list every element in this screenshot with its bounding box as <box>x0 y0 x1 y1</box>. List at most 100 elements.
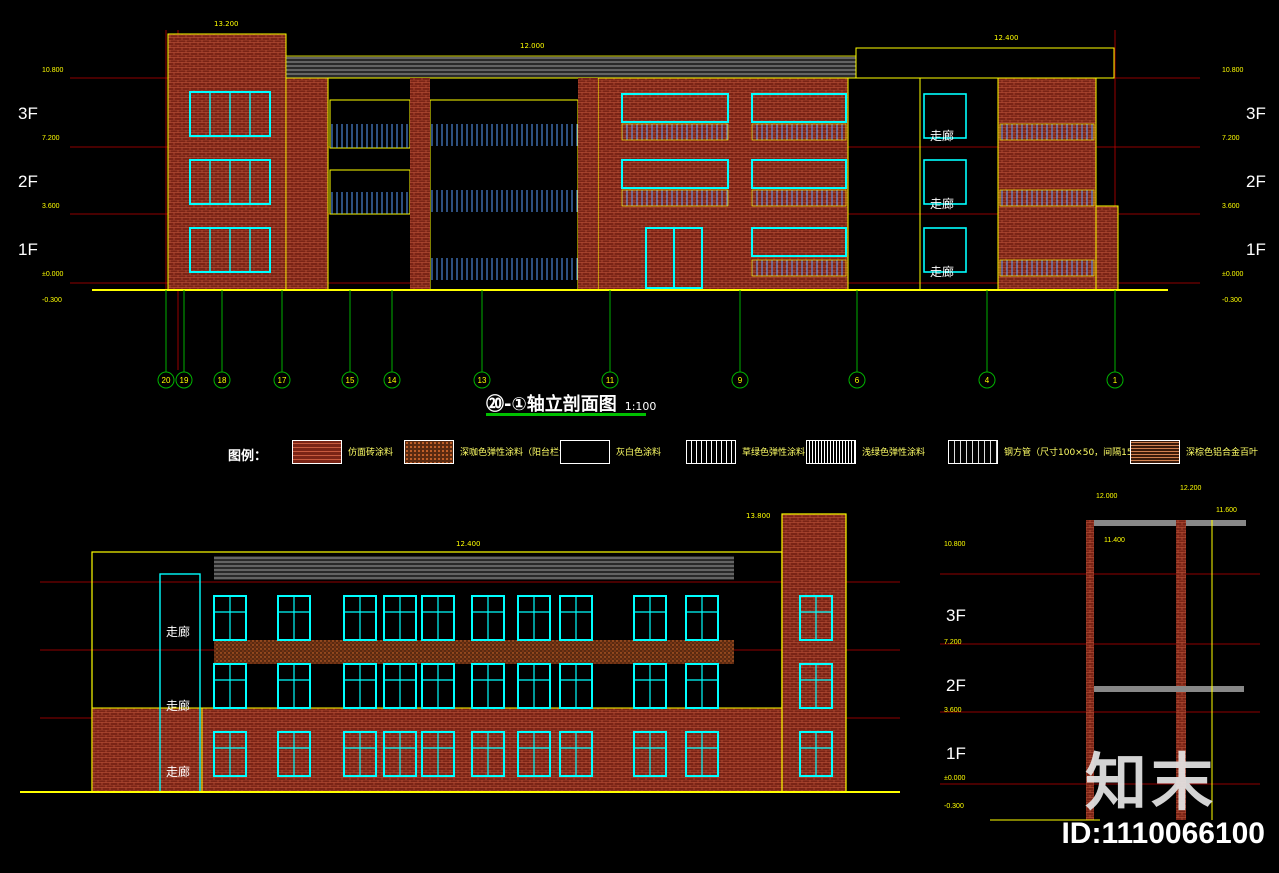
sec-mark-2: 12.200 <box>1180 485 1202 492</box>
window-mullion <box>560 664 592 708</box>
window-mullion <box>560 596 592 640</box>
window-mullion <box>686 596 718 640</box>
top-mark-1: 13.200 <box>214 20 239 28</box>
sec-mark-3: 11.600 <box>1216 507 1237 514</box>
window-mullion <box>472 732 504 776</box>
sec-mark-4: 11.400 <box>1104 537 1125 544</box>
floor-label-1f-section: 1F <box>946 744 966 763</box>
section-view: 12.000 12.200 11.600 11.400 10.800 7.200… <box>940 485 1260 821</box>
lower-elevation: 走廊 走廊 走廊 13.800 12.400 <box>20 512 900 793</box>
window-mullion <box>278 596 310 640</box>
sec-mark-9: -0.300 <box>944 803 964 810</box>
central-rails <box>621 123 1095 277</box>
window-mullion <box>278 732 310 776</box>
window-mullion <box>634 596 666 640</box>
window-mullion <box>472 664 504 708</box>
window-mullion <box>214 732 246 776</box>
window-mullion <box>344 596 376 640</box>
axis-18: 18 <box>218 376 227 385</box>
legend-swatch <box>292 440 342 464</box>
floor-label-2f-right: 2F <box>1246 172 1266 191</box>
window-mullion <box>422 596 454 640</box>
window-mullion <box>384 732 416 776</box>
legend-swatch <box>686 440 736 464</box>
lower-corridor-3f: 走廊 <box>166 624 190 639</box>
elev-right-4: ±0.000 <box>1222 271 1243 278</box>
elevation-title: ⑳-①轴立剖面图 1:100 <box>486 390 656 416</box>
window-mullion <box>472 596 504 640</box>
corridor-label-2f: 走廊 <box>930 196 954 211</box>
top-mark-2: 12.000 <box>520 42 545 50</box>
floor-label-1f-left: 1F <box>18 240 38 259</box>
axis-17: 17 <box>278 376 287 385</box>
elev-right-3: 3.600 <box>1222 203 1240 210</box>
floor-label-1f-right: 1F <box>1246 240 1266 259</box>
upper-elevation: 走廊 走廊 走廊 13.200 12.000 12.400 10.800 7.2… <box>42 20 1244 389</box>
window-mullion <box>518 596 550 640</box>
window-mullion <box>214 596 246 640</box>
sec-mark-5: 10.800 <box>944 541 966 548</box>
central-windows <box>621 93 847 289</box>
window-mullion <box>344 664 376 708</box>
legend-text: 浅绿色弹性涂料 <box>862 448 926 458</box>
axis-6: 6 <box>855 376 860 385</box>
floor-label-3f-right: 3F <box>1246 104 1266 123</box>
axis-19: 19 <box>180 376 189 385</box>
legend-swatch <box>806 440 856 464</box>
window-mullion <box>800 596 832 640</box>
window-mullion <box>800 732 832 776</box>
legend-text: 深咖色弹性涂料（阳台栏色） <box>460 448 578 458</box>
window-mullion <box>634 732 666 776</box>
window-mullion <box>422 664 454 708</box>
floor-label-2f-left: 2F <box>18 172 38 191</box>
elev-right-5: -0.300 <box>1222 297 1242 304</box>
elevation-title-text: ⑳-①轴立剖面图 <box>486 394 617 415</box>
legend-swatch <box>560 440 610 464</box>
window-mullion <box>518 664 550 708</box>
elev-left-1: 10.800 <box>42 67 64 74</box>
elev-right-1: 10.800 <box>1222 67 1244 74</box>
lower-top-mark-2: 12.400 <box>456 540 481 548</box>
axis-1: 1 <box>1113 376 1118 385</box>
legend-text: 灰白色涂料 <box>616 448 662 458</box>
window-mullion <box>518 732 550 776</box>
sec-mark-6: 7.200 <box>944 639 962 646</box>
elev-left-2: 7.200 <box>42 135 60 142</box>
floor-label-2f-section: 2F <box>946 676 966 695</box>
axis-13: 13 <box>478 376 487 385</box>
axis-14: 14 <box>388 376 397 385</box>
legend-text: 草绿色弹性涂料 <box>742 448 806 458</box>
axis-4: 4 <box>985 376 990 385</box>
window-mullion <box>634 664 666 708</box>
legend-swatch <box>1130 440 1180 464</box>
legend-label: 图例： <box>228 449 268 464</box>
lower-windows <box>213 595 833 777</box>
axis-11: 11 <box>606 376 615 385</box>
sec-mark-1: 12.000 <box>1096 493 1118 500</box>
watermark-id: ID:1110066100 <box>1061 817 1265 850</box>
corridor-label-1f: 走廊 <box>930 264 954 279</box>
balcony-zone <box>329 78 598 291</box>
window-mullion <box>384 596 416 640</box>
floor-label-3f-section: 3F <box>946 606 966 625</box>
lower-corridor-2f: 走廊 <box>166 698 190 713</box>
window-mullion <box>686 732 718 776</box>
legend-text: 仿面砖涂料 <box>348 448 394 458</box>
tower-windows <box>189 91 271 273</box>
legend-text: 钢方管（尺寸100×50，间隔150） <box>1004 448 1148 458</box>
elev-left-3: 3.600 <box>42 203 60 210</box>
sec-mark-7: 3.600 <box>944 707 962 714</box>
legend-swatch <box>404 440 454 464</box>
elevation-scale: 1:100 <box>624 400 657 413</box>
lower-top-mark-1: 13.800 <box>746 512 771 520</box>
axis-15: 15 <box>346 376 355 385</box>
elev-right-2: 7.200 <box>1222 135 1240 142</box>
lower-corridor-1f: 走廊 <box>166 764 190 779</box>
axis-9: 9 <box>738 376 743 385</box>
axis-bubbles <box>157 290 1124 389</box>
window-mullion <box>800 664 832 708</box>
window-mullion <box>686 664 718 708</box>
window-mullion <box>384 664 416 708</box>
top-mark-3: 12.400 <box>994 34 1019 42</box>
